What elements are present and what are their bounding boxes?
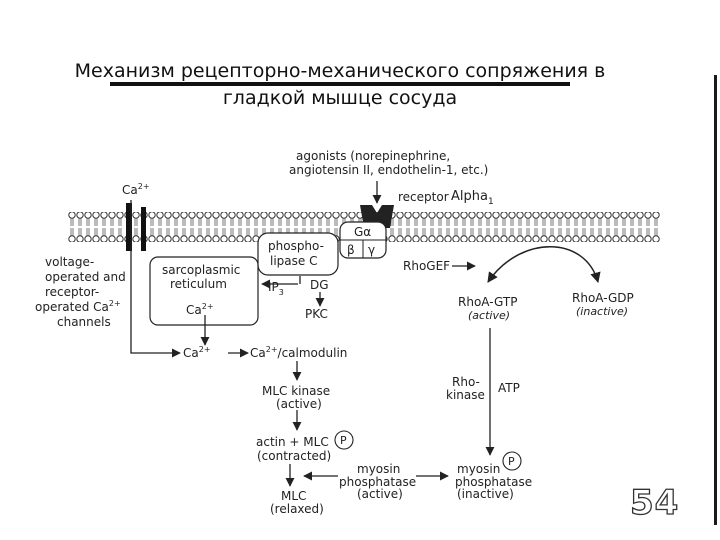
phosphate-label-1: P [340, 434, 347, 447]
receptor-label: receptor [398, 190, 449, 204]
phospholipase-c-box [257, 232, 339, 276]
mlc-relaxed-label-1: MLC [281, 489, 306, 503]
g-beta-label: β [347, 243, 355, 257]
slide-title-line-2: гладкой мышце сосуда [222, 87, 458, 109]
rhogef-label: RhoGEF [403, 259, 450, 273]
rho-kinase-label-1: Rho- [452, 375, 480, 389]
pkc-label: PKC [305, 307, 328, 321]
sr-label-2: reticulum [170, 277, 227, 291]
ip3-label: IP3 [268, 280, 284, 297]
rhoa-gtp-label-2: (active) [468, 309, 510, 322]
alpha1-label: Alpha1 [451, 189, 494, 207]
slide-edge-rule [714, 75, 717, 525]
mlc-relaxed-label-2: (relaxed) [270, 502, 324, 516]
title-underline [110, 82, 570, 86]
agonists-label-2: angiotensin II, endothelin-1, etc.) [289, 163, 488, 177]
dg-label: DG [310, 278, 329, 292]
slide-title-line-1: Механизм рецепторно-механического сопряж… [74, 60, 606, 82]
rho-kinase-label-2: kinase [446, 388, 485, 402]
sarcoplasmic-reticulum-box [149, 256, 259, 326]
ca-outside-label: Ca2+ [122, 182, 150, 197]
myosin-phosphatase-active-3: (active) [357, 487, 403, 501]
agonists-label: agonists (norepinephrine, [296, 149, 450, 163]
myosin-phosphatase-inactive-2: phosphatase [455, 475, 532, 489]
actin-mlc-label-2: (contracted) [257, 449, 331, 463]
channels-label-5: channels [57, 315, 111, 329]
mlck-label-2: (active) [276, 397, 322, 411]
plc-label-2: lipase C [270, 254, 317, 268]
myosin-phosphatase-active-1: myosin [357, 462, 400, 476]
atp-label: ATP [498, 381, 520, 395]
sr-label-1: sarcoplasmic [162, 263, 240, 277]
myosin-phosphatase-inactive-3: (inactive) [457, 487, 514, 501]
phosphate-label-2: P [508, 455, 515, 468]
calcium-channel-left [126, 203, 132, 251]
sr-ca-label: Ca2+ [186, 302, 214, 317]
channels-label-4: operated Ca2+ [35, 299, 121, 314]
channels-label-3: receptor- [45, 285, 99, 299]
ca-cytosol-label: Ca2+ [183, 345, 211, 360]
myosin-phosphatase-active-2: phosphatase [339, 475, 416, 489]
rhoa-gdp-label-1: RhoA-GDP [572, 291, 634, 305]
myosin-phosphatase-inactive-1: myosin [457, 462, 500, 476]
ca-calmodulin-label: Ca2+/calmodulin [250, 345, 347, 360]
channels-label-1: voltage- [45, 255, 94, 269]
actin-mlc-label-1: actin + MLC [256, 435, 329, 449]
rhoa-gdp-label-2: (inactive) [576, 305, 628, 318]
page-number: 54 [629, 482, 680, 523]
g-gamma-label: γ [368, 243, 375, 257]
mlck-label-1: MLC kinase [262, 384, 330, 398]
plc-label-1: phospho- [268, 239, 324, 253]
g-alpha-label: Gα [354, 225, 371, 239]
rhoa-gtp-label-1: RhoA-GTP [458, 295, 517, 309]
phosphate-circle-2 [502, 451, 522, 471]
channels-label-2: operated and [45, 270, 126, 284]
calcium-channel-right [141, 207, 146, 251]
phosphate-circle-1 [334, 430, 354, 450]
